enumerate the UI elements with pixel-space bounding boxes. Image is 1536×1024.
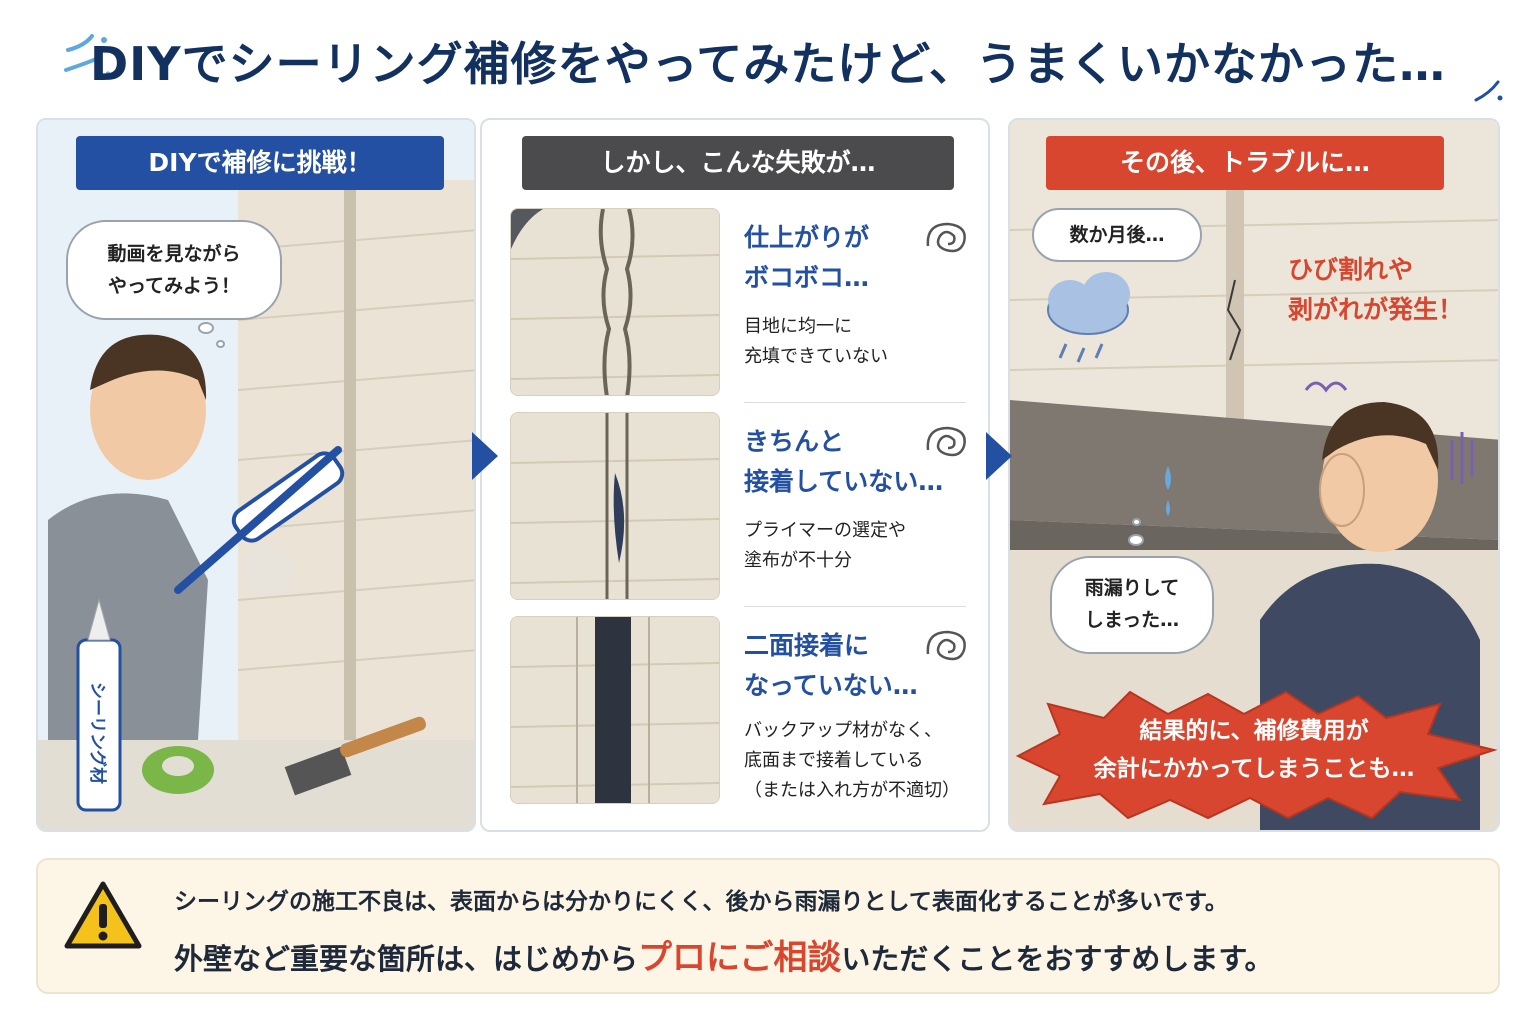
heading-line: 二面接着に [744,631,870,660]
heading-line: なっていない… [744,671,918,700]
scribble-icon [926,426,966,457]
bubble-line: 動画を見ながら [107,243,241,265]
crack-warning: ひび割れや 剥がれが発生！ [1288,250,1463,330]
notice-emphasis: プロにご相談 [638,938,842,978]
heading-line: 仕上がりが [744,223,870,252]
bubble-line: やってみよう！ [107,275,241,297]
bubble-tail [1132,518,1141,526]
failure-image-adhesion [510,412,720,600]
heading-line: きちんと [744,427,845,456]
desc-line: 底面まで接着している [744,750,924,771]
result-burst [1015,690,1498,820]
page-title: DIYでシーリング補修をやってみたけど、うまくいかなかった… [89,37,1446,91]
failure-heading: 仕上がりが ボコボコ… [744,218,964,298]
notice-text: いただくことをおすすめします。 [841,942,1274,976]
scribble-icon [926,222,966,253]
failure-heading: 二面接着に なっていない… [744,626,964,706]
result-line: 結果的に、補修費用が [1139,718,1369,744]
divider [744,402,966,403]
failure-description: 目地に均一に 充填できていない [744,312,984,372]
desc-line: （または入れ方が不適切） [744,780,960,801]
desc-line: プライマーの選定や [744,520,906,541]
desc-line: バックアップ材がなく、 [744,720,942,741]
arrow-right-icon [472,432,498,480]
result-line: 余計にかかってしまうことも… [1093,756,1415,782]
splash-icon [64,34,111,77]
rain-cloud-icon [1047,272,1130,363]
bubble-tail [198,322,214,334]
banner-trouble: その後、トラブルに… [1046,136,1444,190]
heading-line: ボコボコ… [744,263,870,292]
failure-item-uneven: 仕上がりが ボコボコ… 目地に均一に 充填できていない [510,208,970,398]
bubble-line: しまった… [1084,609,1180,631]
desc-line: 充填できていない [744,346,888,367]
failure-image-two-sided [510,616,720,804]
tube-label: シーリング材 [87,682,108,784]
arrow-right-icon [986,432,1012,480]
desc-line: 塗布が不十分 [744,550,852,571]
panel-failures: しかし、こんな失敗が… 仕上がりが ボコボコ… 目地に均一に 充填できていない [480,118,990,832]
result-text: 結果的に、補修費用が 余計にかかってしまうことも… [1008,712,1500,788]
failure-description: バックアップ材がなく、 底面まで接着している （または入れ方が不適切） [744,716,984,806]
warning-line: 剥がれが発生！ [1288,295,1464,324]
bubble-tail [216,340,225,348]
failure-description: プライマーの選定や 塗布が不十分 [744,516,984,576]
scribble-icon [926,630,966,661]
panel-diy-attempt: シーリング材 DIYで補修に挑戦！ 動画を見ながら やってみよう！ [36,118,476,832]
divider [744,606,966,607]
failure-heading: きちんと 接着していない… [744,422,964,502]
desc-line: 目地に均一に [744,316,852,337]
failure-item-adhesion: きちんと 接着していない… プライマーの選定や 塗布が不十分 [510,412,970,602]
splash-icon [1474,80,1503,102]
speech-bubble-leak: 雨漏りして しまった… [1050,556,1214,654]
speech-bubble-video: 動画を見ながら やってみよう！ [66,220,282,320]
notice-line-2: 外壁など重要な箇所は、はじめからプロにご相談いただくことをおすすめします。 [174,930,1273,979]
heading-line: 接着していない… [744,467,944,496]
banner-diy: DIYで補修に挑戦！ [76,136,444,190]
warning-icon [64,881,142,949]
notice-box: シーリングの施工不良は、表面からは分かりにくく、後から雨漏りとして表面化すること… [36,858,1500,994]
speech-bubble-months: 数か月後… [1032,208,1202,262]
failure-image-uneven [510,208,720,396]
banner-failures: しかし、こんな失敗が… [522,136,954,190]
bubble-line: 雨漏りして [1084,577,1180,599]
notice-text: 外壁など重要な箇所は、はじめから [174,942,639,976]
failure-item-two-sided: 二面接着に なっていない… バックアップ材がなく、 底面まで接着している （また… [510,616,970,806]
notice-line-1: シーリングの施工不良は、表面からは分かりにくく、後から雨漏りとして表面化すること… [174,889,1228,915]
bubble-tail [1128,534,1144,546]
warning-line: ひび割れや [1288,255,1414,284]
